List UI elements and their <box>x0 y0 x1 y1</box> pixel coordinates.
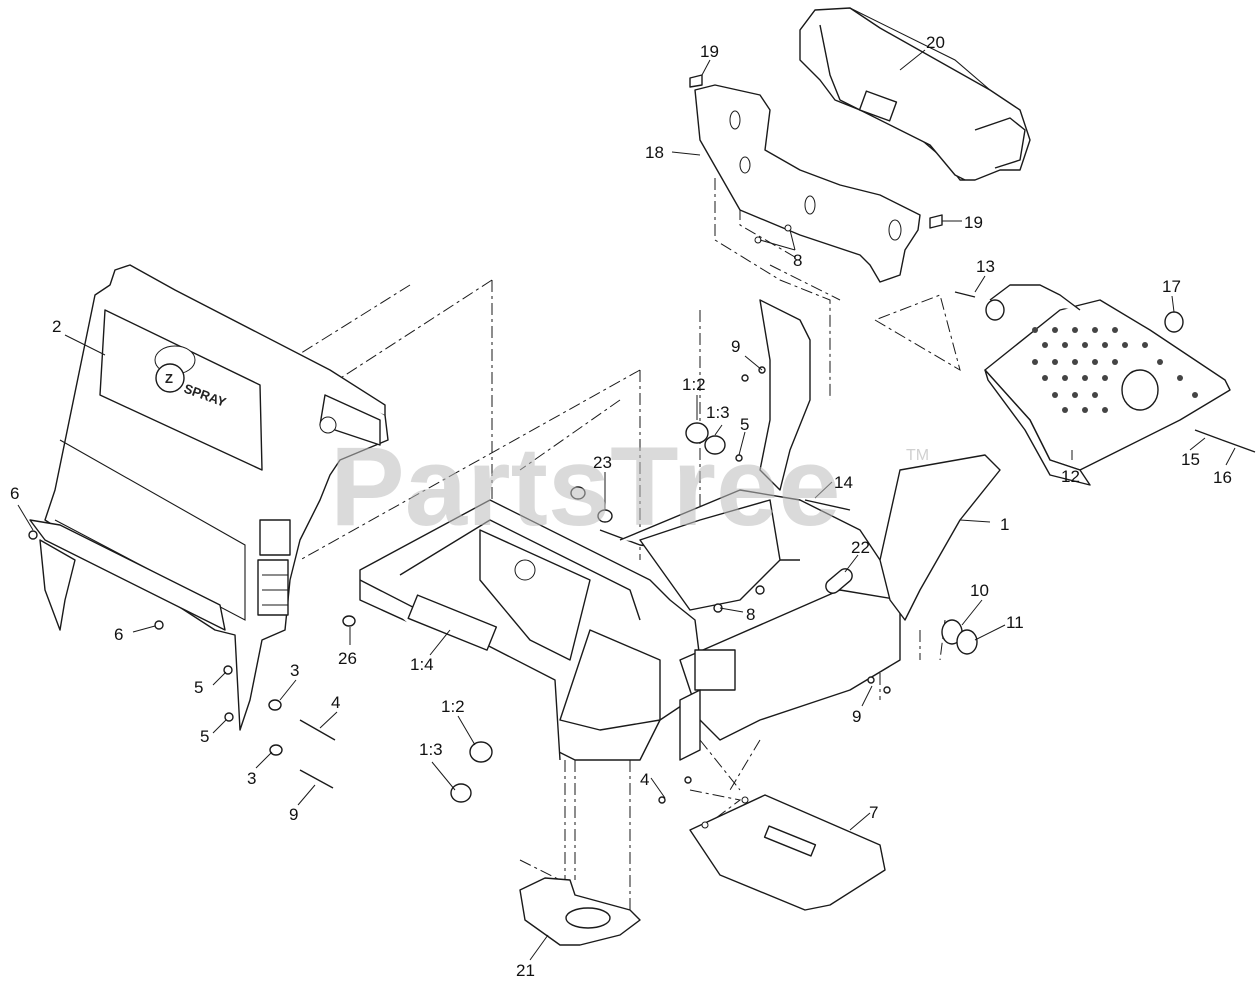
belly-guard <box>519 877 641 946</box>
callout-17: 17 <box>1162 277 1181 296</box>
callout-14: 14 <box>834 473 853 492</box>
callout-5-top: 5 <box>740 415 749 434</box>
callout-10: 10 <box>970 581 989 600</box>
callout-6-bottom: 6 <box>114 625 123 644</box>
callout-23: 23 <box>593 453 612 472</box>
callout-4-bottom: 9 <box>289 805 298 824</box>
callout-11: 11 <box>1006 613 1024 632</box>
callout-21: 21 <box>516 961 535 980</box>
logo-letter: Z <box>165 371 173 386</box>
footrest-plate <box>984 284 1231 486</box>
callout-26: 26 <box>338 649 357 668</box>
watermark-tm: TM <box>906 447 929 464</box>
callout-9-right: 9 <box>852 707 861 726</box>
callout-7: 7 <box>869 803 878 822</box>
callout-1-4: 1:4 <box>410 655 434 674</box>
leader-lines <box>17 49 1236 961</box>
seat <box>799 7 1031 181</box>
callout-13: 13 <box>976 257 995 276</box>
callout-9-bottom: 4 <box>640 770 649 789</box>
callout-4-top: 4 <box>331 693 340 712</box>
callout-18: 18 <box>645 143 664 162</box>
main-frame <box>359 299 1001 761</box>
callout-20: 20 <box>926 33 945 52</box>
callout-1-2-bottom: 1:2 <box>441 697 465 716</box>
callout-1: 1 <box>1000 515 1009 534</box>
callout-3-bottom: 3 <box>247 769 256 788</box>
watermark: PartsTree <box>330 424 841 549</box>
callout-19-top: 19 <box>700 42 719 61</box>
callout-19-right: 19 <box>964 213 983 232</box>
seat-bracket <box>694 84 921 283</box>
callout-labels: 19 20 18 19 8 13 17 2 9 1:2 1:3 5 23 14 … <box>10 33 1232 980</box>
callout-12: 12 <box>1061 467 1080 486</box>
callout-1-3-top: 1:3 <box>706 403 730 422</box>
step-plate <box>689 794 886 911</box>
hardware <box>28 74 1256 804</box>
callout-16: 16 <box>1213 468 1232 487</box>
footrest-holes <box>1032 327 1198 413</box>
callout-5-left-bottom: 5 <box>200 727 209 746</box>
callout-1-2-top: 1:2 <box>682 375 706 394</box>
callout-15: 15 <box>1181 450 1200 469</box>
callout-9-top: 9 <box>731 337 740 356</box>
callout-22: 22 <box>851 538 870 557</box>
callout-8-mid: 8 <box>746 605 755 624</box>
callout-2: 2 <box>52 317 61 336</box>
callout-3-top: 3 <box>290 661 299 680</box>
callout-6-left: 6 <box>10 484 19 503</box>
control-console <box>29 264 389 731</box>
callout-5-left-top: 5 <box>194 678 203 697</box>
callout-8-top: 8 <box>793 251 802 270</box>
callout-1-3-bottom: 1:3 <box>419 740 443 759</box>
